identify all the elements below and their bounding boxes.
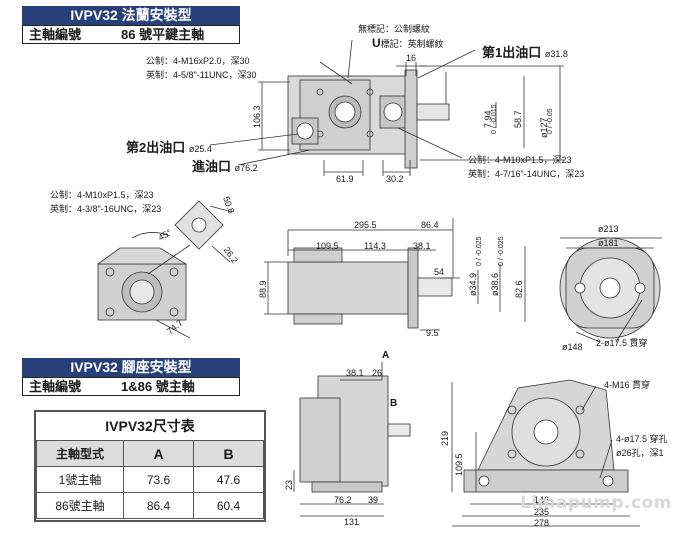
dim-38-6-tol: 0 / -0.025 bbox=[498, 236, 505, 266]
table-row: 86號主軸 86.4 60.4 bbox=[36, 492, 264, 519]
flange-top bbox=[404, 69, 418, 169]
foot-dim-38-1: 38.1 bbox=[346, 368, 364, 378]
note-u-mark: 標記：英制螺紋 bbox=[380, 39, 444, 49]
dim-34-9-tol: 0 / -0.025 bbox=[476, 236, 483, 266]
note-u-letter: U bbox=[372, 36, 381, 50]
note-metric-top: 公制：4-M16xP2.0，深30 bbox=[146, 56, 250, 66]
dim-38-1: 38.1 bbox=[413, 241, 431, 251]
size-table-cell: 60.4 bbox=[193, 492, 264, 519]
inlet-dia: ø76.2 bbox=[234, 163, 258, 173]
flange-header: IVPV32 法蘭安裝型 主軸編號 86 號平鍵主軸 bbox=[22, 6, 240, 44]
size-table-header-cell: 主軸型式 bbox=[36, 440, 124, 467]
foot-label-b: B bbox=[390, 398, 398, 409]
dim-38-6: ø38.6 bbox=[490, 272, 500, 296]
dim-106-3: 106.3 bbox=[252, 105, 262, 128]
outlet1-name: 第1出油口 bbox=[482, 45, 542, 60]
dim-9-5: 9.5 bbox=[426, 328, 439, 338]
dim-181: ø181 bbox=[598, 238, 619, 248]
size-table-header-cell: B bbox=[193, 440, 264, 467]
inlet-label: 進油口 ø76.2 bbox=[192, 156, 258, 175]
foot-dim-131: 131 bbox=[344, 517, 360, 527]
outlet2-name: 第2出油口 bbox=[126, 140, 186, 155]
note-m16-thru: 4-M16 貫穿 bbox=[604, 380, 651, 390]
foot-label-a: A bbox=[382, 350, 390, 361]
dim-58-7: 58.7 bbox=[513, 110, 523, 128]
note-drill-holes: 4-ø17.5 穿孔 bbox=[616, 434, 668, 444]
outlet2-dia: ø25.4 bbox=[188, 144, 212, 154]
foot-shaft-value: 1&86 號主軸 bbox=[121, 379, 195, 394]
inlet-name: 進油口 bbox=[192, 159, 232, 174]
dim-7-94-tol: 0 / -0.015 bbox=[491, 104, 498, 134]
dim-86-4: 86.4 bbox=[421, 220, 439, 230]
foot-shaft-row: 主軸編號 1&86 號主軸 bbox=[22, 377, 240, 396]
foot-dim-109-5: 109.5 bbox=[454, 453, 464, 476]
size-table-frame: IVPV32尺寸表 bbox=[34, 410, 266, 522]
dim-16: 16 bbox=[406, 53, 417, 63]
foot-dim-39: 39 bbox=[368, 495, 379, 505]
size-table-cell: 47.6 bbox=[193, 466, 264, 493]
note-imperial-mid: 英制：4-7/16"-14UNC，深23 bbox=[468, 169, 585, 179]
dim-61-9: 61.9 bbox=[336, 174, 354, 184]
note-thru-holes: 2-ø17.5 貫穿 bbox=[596, 338, 648, 348]
size-table: 主軸型式 A B 1號主軸 73.6 47.6 86號主軸 86.4 60.4 bbox=[36, 440, 264, 519]
outlet2-label: 第2出油口 ø25.4 bbox=[126, 137, 212, 156]
watermark: Limapump.com bbox=[520, 493, 672, 513]
note-no-mark: 無標記：公制螺紋 bbox=[358, 24, 431, 34]
dim-114-3: 114.3 bbox=[364, 241, 386, 251]
size-table-cell: 1號主軸 bbox=[36, 466, 124, 493]
flange-shaft-value: 86 號平鍵主軸 bbox=[121, 27, 205, 42]
foot-dim-146: 146 bbox=[534, 495, 550, 505]
size-table-cell: 86.4 bbox=[123, 492, 194, 519]
table-row: 1號主軸 73.6 47.6 bbox=[36, 466, 264, 493]
note-metric-left: 公制：4-M10xP1.5，深23 bbox=[50, 190, 154, 200]
size-table-header: 主軸型式 A B bbox=[36, 440, 264, 467]
foot-header: IVPV32 腳座安裝型 主軸編號 1&86 號主軸 bbox=[22, 358, 240, 396]
dim-54: 54 bbox=[434, 267, 445, 277]
outlet1-label: 第1出油口 ø31.8 bbox=[482, 42, 568, 61]
flange-title: IVPV32 法蘭安裝型 bbox=[22, 6, 240, 25]
foot-dim-278: 278 bbox=[534, 518, 550, 528]
size-table-cell: 73.6 bbox=[123, 466, 194, 493]
flange-shaft-row: 主軸編號 86 號平鍵主軸 bbox=[22, 25, 240, 44]
note-metric-mid: 公制：4-M10xP1.5，深23 bbox=[468, 155, 572, 165]
dim-109-5: 109.5 bbox=[316, 241, 339, 251]
dim-88-9: 88.9 bbox=[258, 280, 268, 298]
note-imperial-top: 英制：4-5/8"-11UNC，深30 bbox=[146, 70, 257, 80]
dim-127-tol: 0 / -0.05 bbox=[547, 108, 554, 134]
flange-shaft-label: 主軸編號 bbox=[29, 27, 82, 42]
dim-148: ø148 bbox=[562, 342, 583, 352]
foot-shaft-label: 主軸編號 bbox=[29, 379, 82, 394]
dim-30-2: 30.2 bbox=[386, 174, 404, 184]
size-table-cell: 86號主軸 bbox=[36, 492, 124, 519]
dim-34-9: ø34.9 bbox=[468, 272, 478, 296]
note-counterbore: ø26孔，深1 bbox=[616, 448, 664, 458]
foot-dim-219: 219 bbox=[440, 430, 450, 446]
foot-dim-23: 23 bbox=[284, 479, 294, 490]
dim-213: ø213 bbox=[598, 224, 619, 234]
pump-body-side bbox=[287, 261, 409, 315]
note-imperial-left: 英制：4-3/8"-16UNC，深23 bbox=[50, 204, 162, 214]
dim-295-5: 295.5 bbox=[354, 220, 377, 230]
dim-82-6: 82.6 bbox=[514, 280, 524, 298]
note-u-mark-row: U標記：英制螺紋 bbox=[372, 36, 444, 50]
size-table-header-cell: A bbox=[123, 440, 194, 467]
foot-title: IVPV32 腳座安裝型 bbox=[22, 358, 240, 377]
foot-dim-76-2: 76.2 bbox=[334, 495, 352, 505]
foot-dim-235: 235 bbox=[534, 507, 550, 517]
size-table-title: IVPV32尺寸表 bbox=[105, 418, 195, 434]
foot-dim-26: 26 bbox=[372, 368, 383, 378]
outlet1-dia: ø31.8 bbox=[544, 49, 568, 59]
